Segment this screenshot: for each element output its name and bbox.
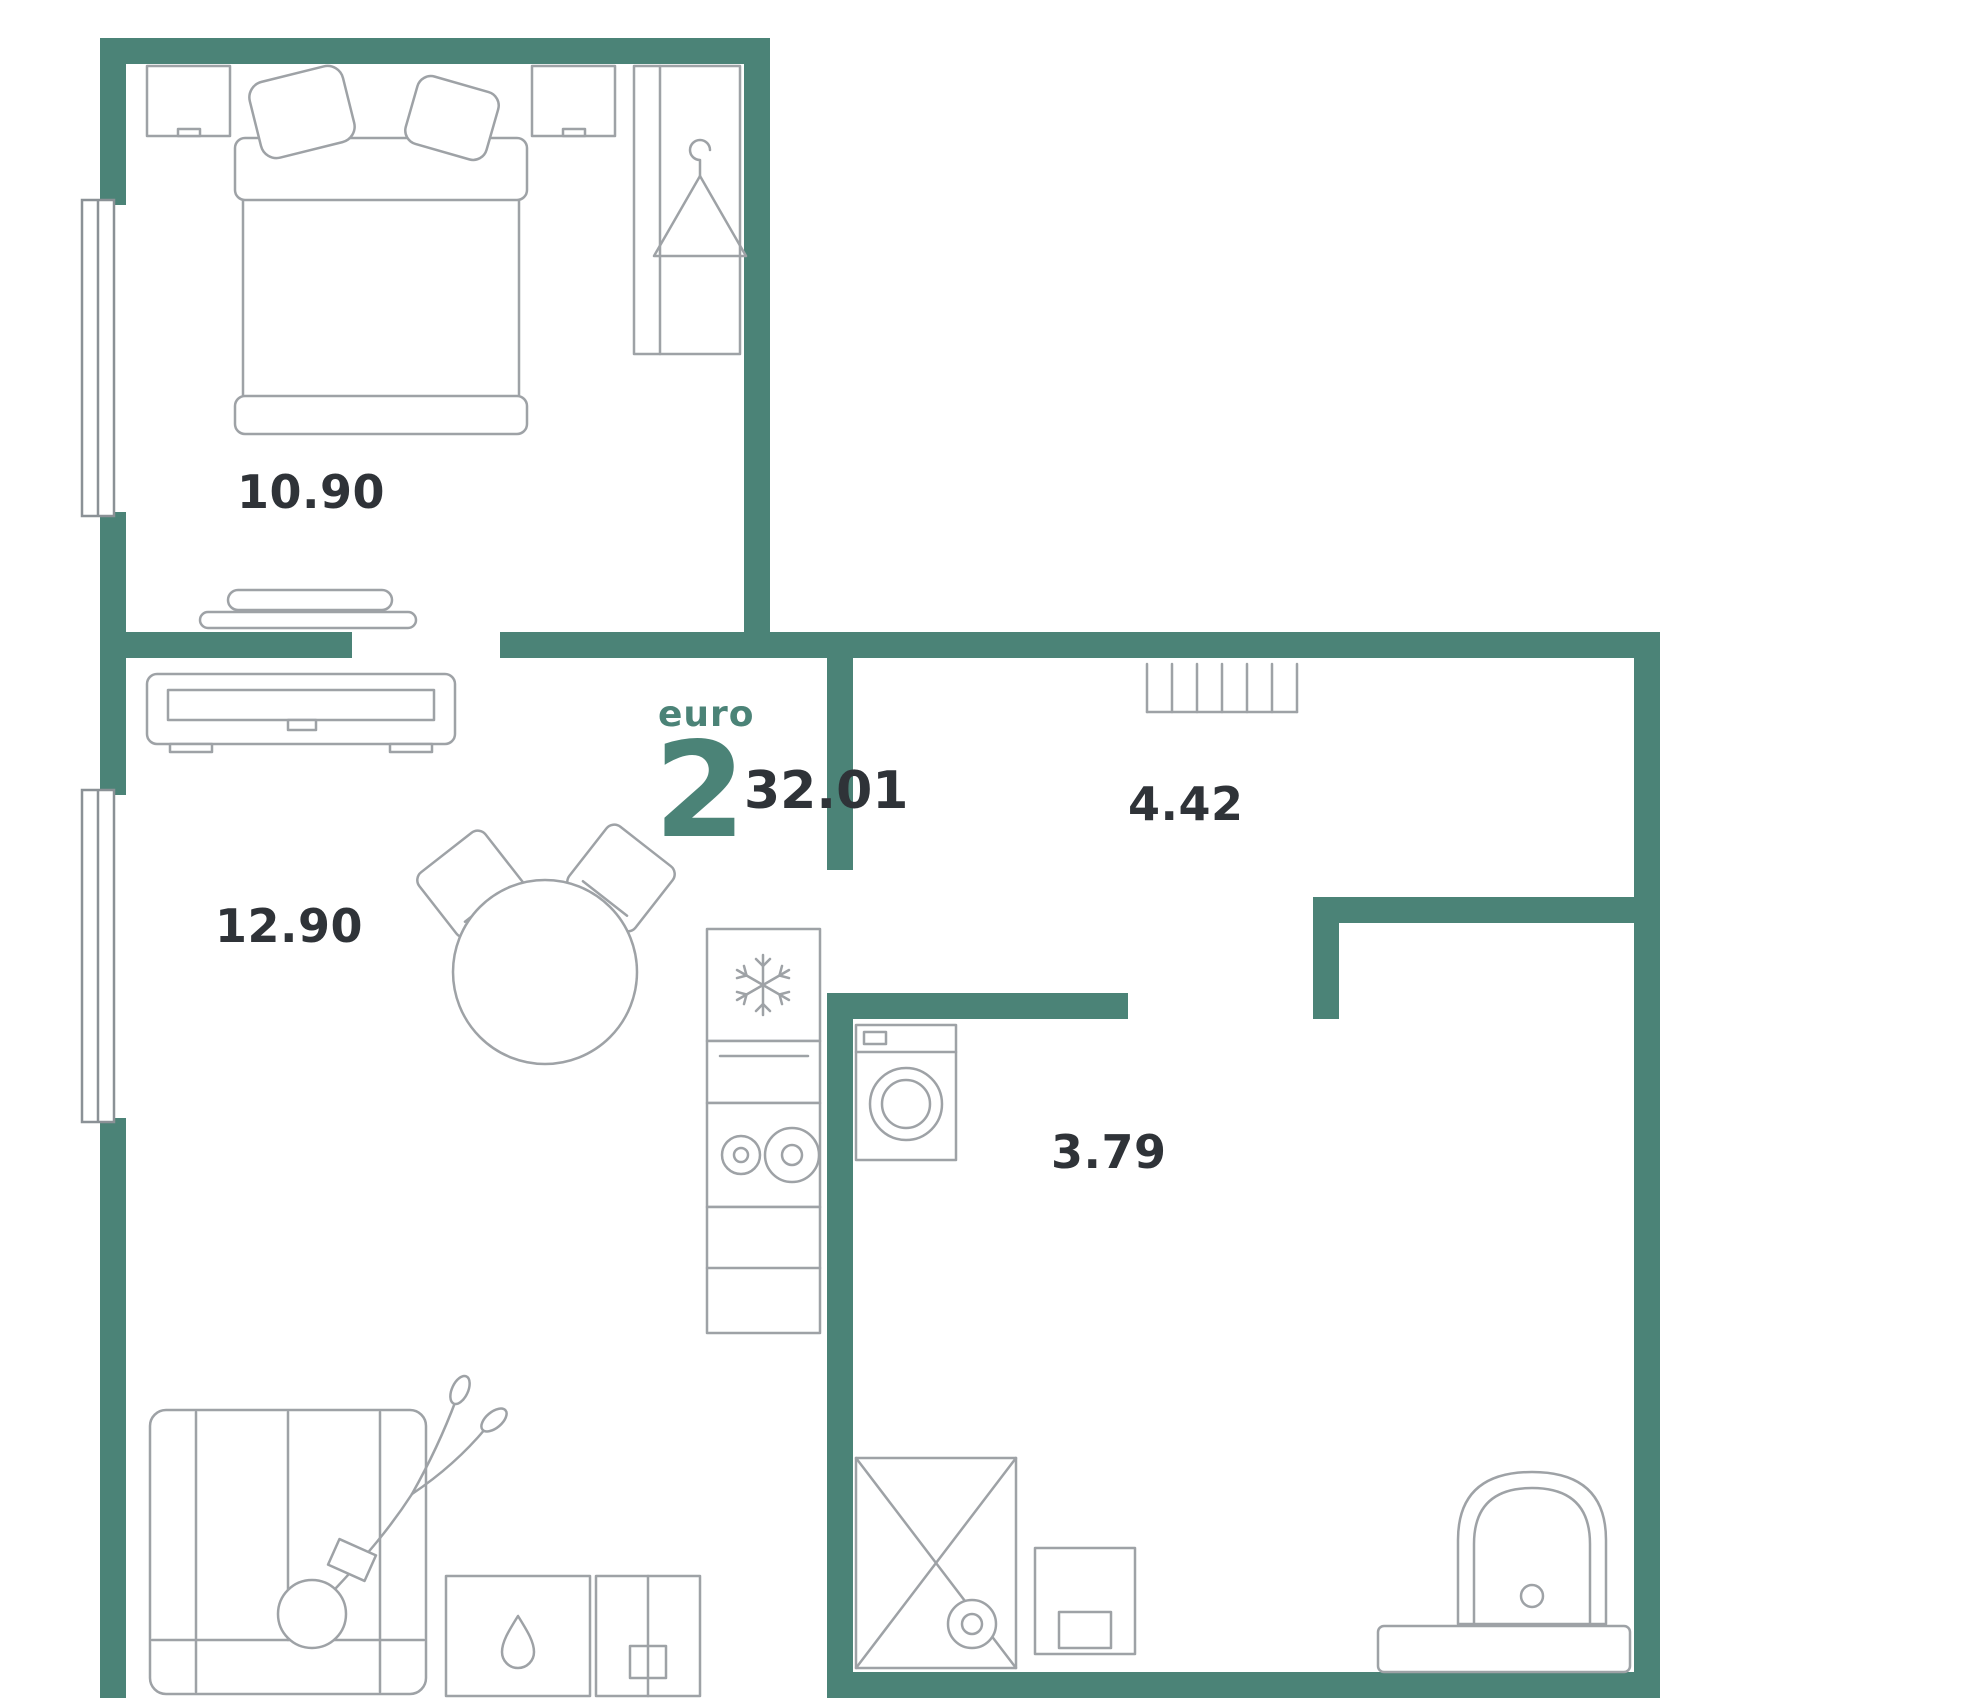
apartment-type-prefix: euro bbox=[658, 694, 755, 735]
cooktop bbox=[705, 1101, 822, 1209]
nightstand-left bbox=[145, 64, 232, 138]
wall-right-exterior bbox=[1634, 632, 1660, 1698]
bed-body bbox=[241, 194, 521, 404]
wall-bedroom-bottom-right bbox=[500, 632, 770, 658]
nightstand-right bbox=[530, 64, 617, 138]
shower-drain bbox=[946, 1598, 998, 1650]
kitchen-cabinet-2 bbox=[594, 1574, 702, 1698]
dresser bbox=[198, 588, 418, 630]
washing-machine bbox=[854, 1023, 958, 1162]
apartment-total-area: 32.01 bbox=[744, 761, 908, 821]
snowflake-icon bbox=[735, 953, 791, 1017]
wardrobe bbox=[632, 64, 748, 356]
area-label-living: 12.90 bbox=[215, 899, 363, 953]
area-label-hallway: 4.42 bbox=[1128, 777, 1244, 831]
radiator bbox=[1145, 662, 1299, 714]
kitchen-cabinet-1 bbox=[444, 1574, 592, 1698]
wall-bathroom-left bbox=[827, 993, 853, 1698]
apartment-room-count: 2 bbox=[654, 714, 746, 868]
tv-stand bbox=[145, 672, 457, 754]
fridge bbox=[705, 927, 822, 1043]
vanity-counter bbox=[1376, 1624, 1632, 1674]
wall-hallway-step bbox=[1339, 897, 1634, 923]
drop-handle-icon bbox=[500, 1614, 536, 1670]
bed bbox=[233, 64, 529, 436]
pillow bbox=[248, 64, 356, 160]
wall-bathroom-bottom bbox=[853, 1672, 1634, 1698]
window-bedroom bbox=[80, 198, 116, 518]
apartment-title: euro 2 32.01 bbox=[654, 694, 908, 868]
window-living bbox=[80, 788, 116, 1124]
area-label-bedroom: 10.90 bbox=[237, 465, 385, 519]
person bbox=[276, 1374, 508, 1650]
area-label-bathroom: 3.79 bbox=[1051, 1125, 1167, 1179]
wall-hallway-top bbox=[770, 632, 1660, 658]
wall-left-upper bbox=[100, 38, 126, 205]
shower bbox=[854, 1456, 1018, 1670]
wall-bathroom-connector bbox=[1313, 897, 1339, 1019]
wall-bedroom-bottom-left bbox=[100, 632, 352, 658]
pillow bbox=[404, 74, 500, 162]
dining-table bbox=[451, 878, 639, 1066]
wall-bathroom-top bbox=[827, 993, 1128, 1019]
bed-foot-band bbox=[233, 394, 529, 436]
wall-bedroom-right bbox=[744, 38, 770, 658]
wall-left-lower bbox=[100, 1118, 126, 1698]
wall-top bbox=[100, 38, 770, 64]
kitchen-column-lower bbox=[705, 1205, 822, 1335]
hanger-icon bbox=[652, 138, 748, 258]
person-head bbox=[276, 1578, 348, 1650]
walls bbox=[100, 38, 1660, 1698]
bathroom-cabinet bbox=[1033, 1546, 1137, 1656]
tv-screen bbox=[166, 688, 436, 722]
toilet bbox=[1456, 1470, 1608, 1626]
oven-cabinet bbox=[705, 1039, 822, 1105]
wall-living-hallway bbox=[827, 658, 853, 870]
sofa bbox=[148, 1408, 428, 1696]
